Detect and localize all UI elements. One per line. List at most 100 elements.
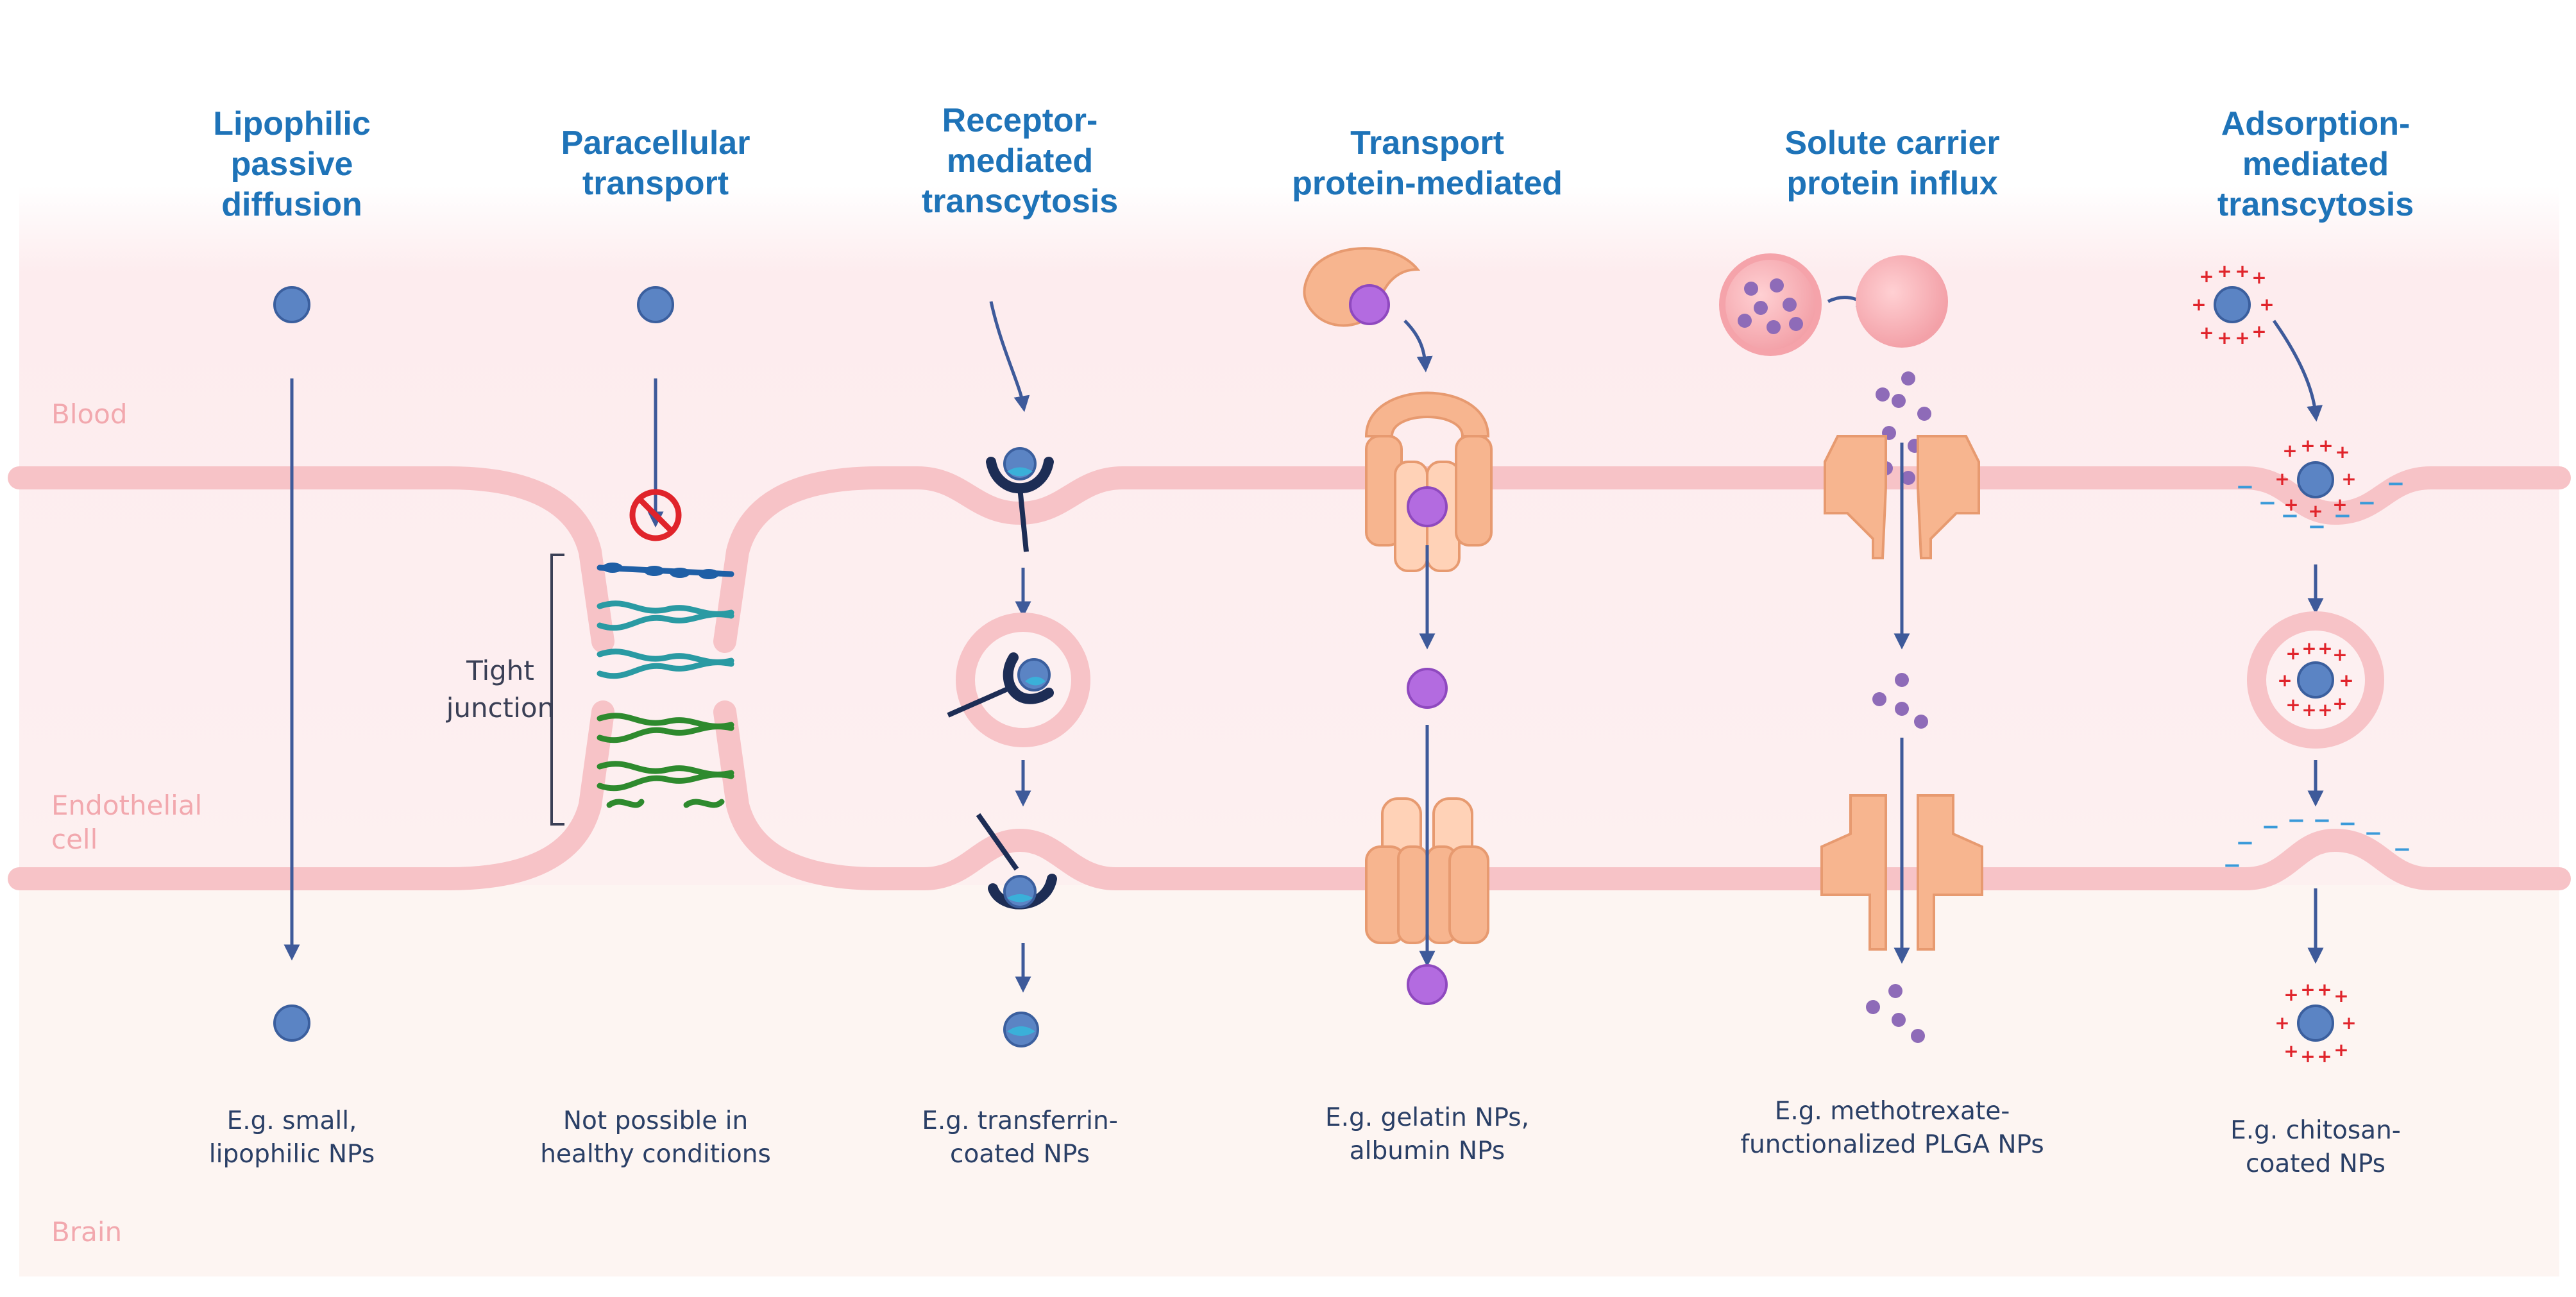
caption-lipophilic-line1: E.g. small,	[227, 1106, 357, 1135]
caption-adsorption-line1: E.g. chitosan-	[2230, 1116, 2401, 1145]
svg-text:+: +	[2275, 1012, 2289, 1033]
svg-text:+: +	[2300, 979, 2315, 1000]
title-lipophilic-line2: passive	[231, 146, 353, 183]
svg-text:+: +	[2251, 267, 2266, 288]
approach-arrow	[2272, 319, 2323, 422]
charge-minus-icon: −− −− −− −	[2236, 471, 2405, 539]
title-transport-line2: protein-mediated	[1292, 165, 1563, 202]
svg-text:−: −	[2313, 808, 2332, 833]
nanoparticle-brain	[273, 1005, 310, 1042]
approach-arrow	[989, 301, 1030, 412]
region-label-brain: Brain	[51, 1216, 122, 1248]
svg-text:+: +	[2308, 500, 2323, 521]
mechanism-captions: E.g. small, lipophilic NPs Not possible …	[209, 1097, 2401, 1178]
title-solute-line1: Solute carrier	[1784, 124, 1999, 162]
title-paracellular-line1: Paracellular	[561, 124, 750, 162]
charge-minus-icon: −− −− −− −−	[2223, 808, 2412, 878]
solute-carrier-panel	[1719, 253, 1983, 1043]
caption-adsorption-line2: coated NPs	[2246, 1149, 2385, 1178]
caption-paracellular-line2: healthy conditions	[540, 1140, 771, 1169]
binding-arrow	[1403, 319, 1433, 373]
svg-text:−: −	[2334, 503, 2352, 529]
svg-text:+: +	[2284, 1040, 2298, 1062]
drug-in-brain	[1866, 984, 1925, 1043]
caption-lipophilic-line2: lipophilic NPs	[209, 1140, 375, 1169]
svg-text:+: +	[2275, 468, 2289, 489]
svg-text:−: −	[2281, 503, 2300, 529]
title-adsorption-line2: mediated	[2242, 146, 2389, 183]
receptor-icon	[976, 813, 1057, 910]
svg-text:−: −	[2358, 490, 2377, 516]
tight-junction-label-line2: junction	[446, 692, 554, 724]
transporter-icon	[1364, 391, 1493, 572]
title-transport-line1: Transport	[1350, 124, 1504, 162]
title-adsorption-line1: Adsorption-	[2221, 105, 2411, 142]
svg-text:+: +	[2317, 979, 2332, 1000]
svg-text:+: +	[2251, 321, 2266, 342]
carrier-protein-icon	[1303, 247, 1421, 327]
svg-text:+: +	[2217, 327, 2232, 348]
nanoparticle-blood	[273, 286, 310, 323]
svg-text:+: +	[2332, 494, 2347, 515]
tight-junction-label-line1: Tight	[466, 655, 534, 686]
brain-region	[19, 885, 2559, 1276]
drug-particle	[1407, 668, 1448, 709]
solute-carrier-icon	[1820, 794, 1983, 951]
title-lipophilic-line3: diffusion	[221, 186, 362, 223]
svg-text:+: +	[2285, 643, 2300, 664]
svg-text:+: +	[2334, 1039, 2348, 1060]
svg-text:−: −	[2262, 814, 2280, 840]
drug-particle	[1407, 964, 1448, 1005]
title-paracellular-line2: transport	[582, 165, 729, 202]
region-label-blood: Blood	[51, 398, 128, 430]
svg-text:+: +	[2341, 468, 2356, 489]
svg-text:+: +	[2199, 266, 2214, 287]
tight-junction-bracket	[550, 554, 564, 826]
paracellular-panel: Tight junction	[446, 286, 734, 826]
svg-text:+: +	[2317, 1046, 2332, 1067]
lipophilic-diffusion-panel	[273, 286, 310, 1042]
svg-text:+: +	[2300, 1046, 2315, 1067]
svg-text:+: +	[2332, 693, 2347, 714]
caption-receptor-line2: coated NPs	[950, 1140, 1090, 1169]
title-lipophilic-line1: Lipophilic	[213, 105, 371, 142]
mechanism-titles: Lipophilic passive diffusion Paracellula…	[213, 102, 2414, 223]
solute-carrier-icon	[1824, 435, 1980, 559]
charge-plus-icon: ++ ++ ++ ++ +	[2275, 435, 2356, 521]
svg-text:+: +	[2332, 644, 2347, 665]
svg-text:−: −	[2393, 836, 2412, 862]
caption-receptor-line1: E.g. transferrin-	[922, 1106, 1118, 1135]
charge-plus-icon: ++ ++ ++ ++ ++	[2275, 979, 2356, 1067]
svg-text:−: −	[2223, 852, 2242, 878]
svg-text:+: +	[2301, 699, 2316, 720]
region-label-endothelial: Endothelial	[51, 790, 202, 821]
receptor-transcytosis-panel	[947, 301, 1090, 1047]
svg-text:+: +	[2339, 670, 2353, 691]
svg-text:+: +	[2199, 322, 2214, 343]
svg-text:+: +	[2318, 699, 2332, 720]
svg-text:+: +	[2217, 260, 2232, 282]
svg-text:−: −	[2236, 474, 2255, 500]
svg-text:−: −	[2258, 490, 2277, 516]
svg-text:+: +	[2335, 441, 2350, 462]
adsorption-transcytosis-panel: ++ ++ ++ ++ ++ ++ ++ ++ ++ + −− −− −− −	[2191, 260, 2411, 1067]
released-nanoparticle	[1003, 1012, 1039, 1047]
svg-text:−: −	[2308, 514, 2326, 539]
drug-payload	[1738, 278, 1803, 334]
svg-text:+: +	[2235, 260, 2250, 282]
nanoparticle-blood	[637, 286, 674, 323]
caption-solute-line1: E.g. methotrexate-	[1775, 1097, 2010, 1126]
title-receptor-line3: transcytosis	[922, 183, 1118, 220]
svg-text:+: +	[2284, 984, 2298, 1005]
endothelial-membranes	[8, 466, 2571, 890]
title-receptor-line1: Receptor-	[942, 102, 1098, 139]
svg-text:+: +	[2191, 294, 2206, 315]
membrane-bound-nanoparticle: ++ ++ ++ ++ + −− −− −− −	[2236, 435, 2405, 539]
tight-junction-proteins	[597, 563, 734, 808]
title-solute-line2: protein influx	[1786, 165, 1997, 202]
svg-text:+: +	[2285, 694, 2300, 715]
svg-text:+: +	[2277, 670, 2292, 691]
svg-text:+: +	[2301, 638, 2316, 659]
svg-text:+: +	[2341, 1012, 2356, 1033]
